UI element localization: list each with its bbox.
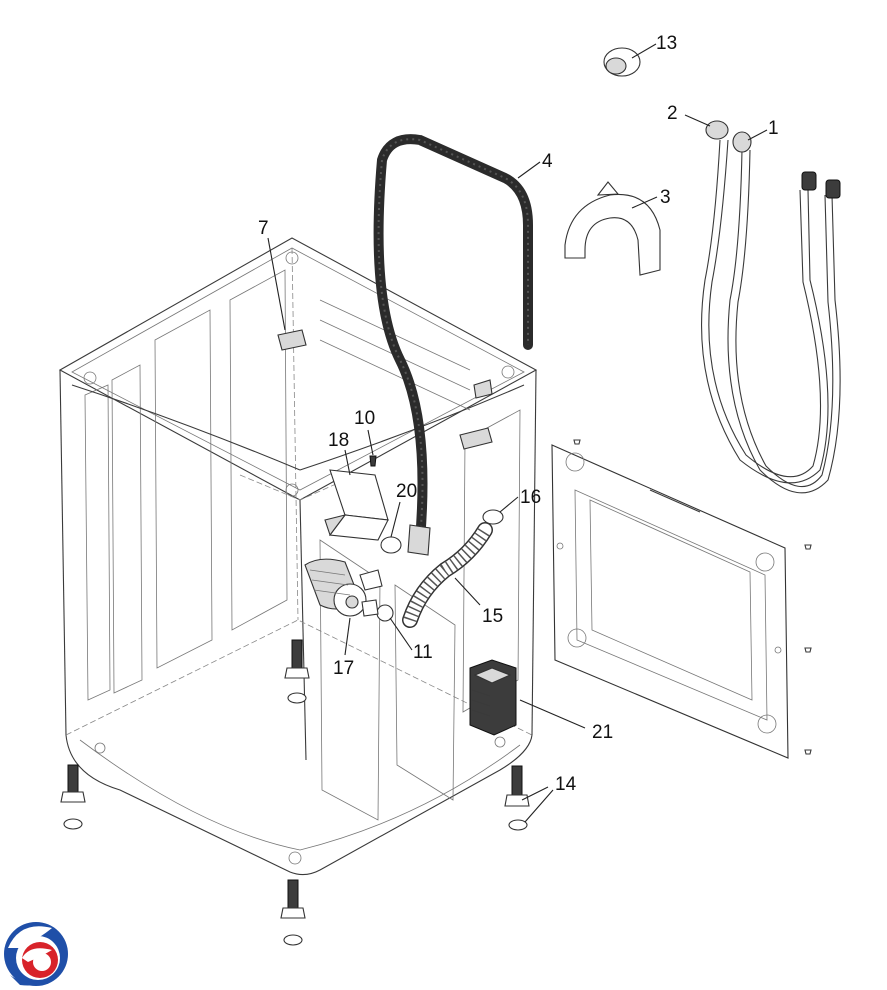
cabinet-frame bbox=[58, 237, 538, 876]
callout-16: 16 bbox=[520, 487, 541, 508]
drain-pump-part-17 bbox=[304, 558, 383, 617]
foot-front-center bbox=[280, 879, 306, 946]
callout-14: 14 bbox=[555, 774, 577, 795]
screw-part-10 bbox=[369, 455, 377, 467]
noise-filter-part-21 bbox=[469, 659, 517, 736]
pump-bracket-part-18 bbox=[324, 469, 389, 541]
callout-4: 4 bbox=[542, 151, 553, 172]
brand-swirl-icon bbox=[4, 922, 68, 986]
leader-lines bbox=[267, 43, 768, 823]
foot-center-left bbox=[284, 639, 310, 704]
callout-20: 20 bbox=[396, 481, 417, 502]
screw-icon bbox=[573, 439, 812, 755]
leveling-feet-part-14 bbox=[60, 639, 530, 946]
callout-15: 15 bbox=[482, 606, 503, 627]
sump-hose-part-15 bbox=[402, 522, 493, 628]
inlet-hoses-parts-1-2 bbox=[701, 120, 841, 494]
callout-labels: 13 2 1 4 3 7 10 18 20 16 15 11 17 21 14 bbox=[258, 33, 779, 795]
foot-front-right bbox=[504, 765, 530, 831]
callout-11: 11 bbox=[413, 642, 433, 663]
callout-7: 7 bbox=[258, 218, 269, 239]
callout-1: 1 bbox=[768, 118, 779, 139]
foot-front-left bbox=[60, 764, 86, 830]
hose-clamps-parts-11-16-20 bbox=[376, 509, 504, 622]
clip-part-7 bbox=[277, 329, 493, 450]
callout-3: 3 bbox=[660, 187, 671, 208]
hose-cap-part-13 bbox=[603, 47, 641, 77]
callout-10: 10 bbox=[354, 408, 375, 429]
rear-access-panel bbox=[551, 439, 812, 759]
hose-hanger-part-3 bbox=[564, 181, 661, 276]
callout-21: 21 bbox=[592, 722, 613, 743]
callout-13: 13 bbox=[656, 33, 677, 54]
callout-2: 2 bbox=[667, 103, 678, 124]
drain-hose-part-4 bbox=[373, 134, 533, 556]
callout-18: 18 bbox=[328, 430, 349, 451]
callout-17: 17 bbox=[333, 658, 354, 679]
